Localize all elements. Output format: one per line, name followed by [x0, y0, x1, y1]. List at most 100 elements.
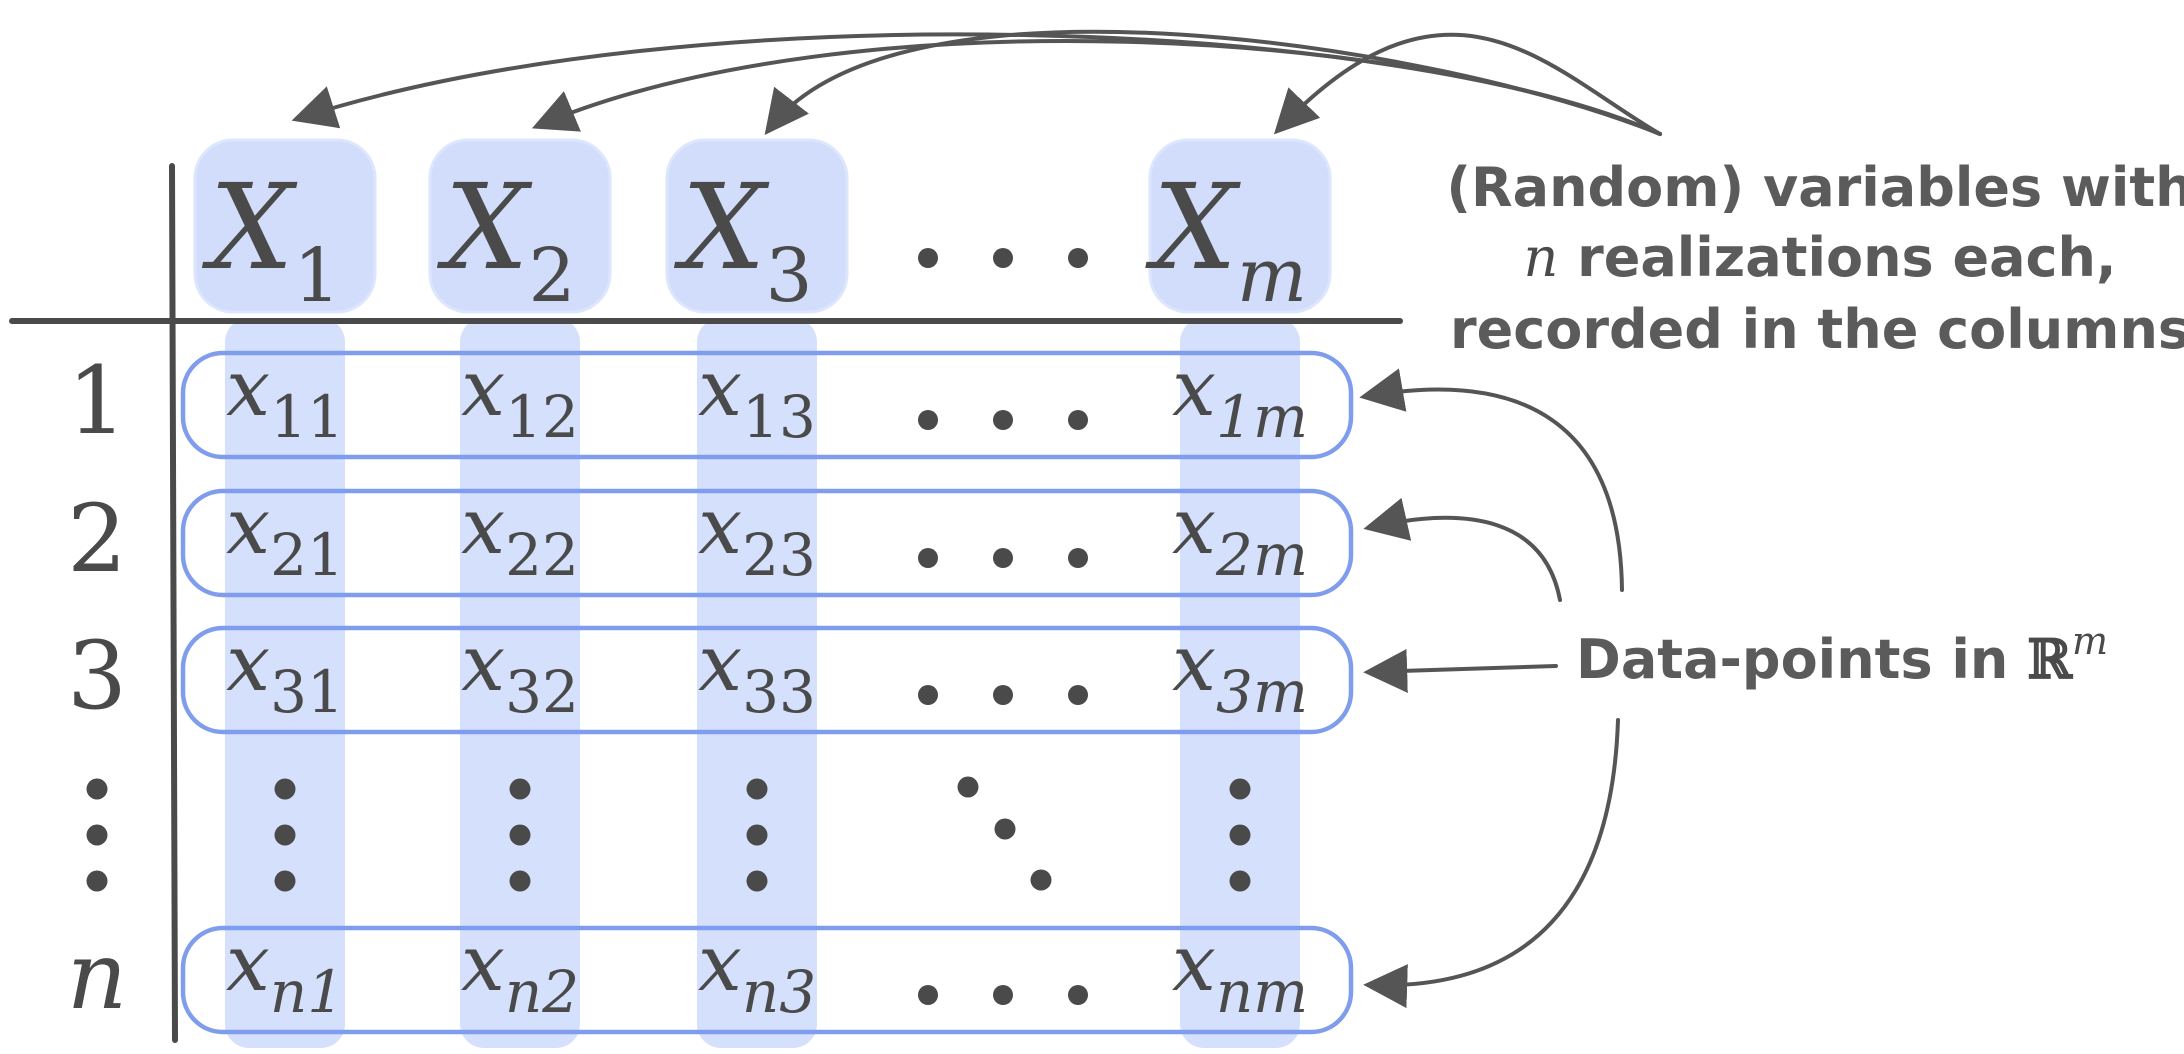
header-hdots-dot-2	[993, 248, 1013, 268]
row-outline-1	[180, 350, 1354, 460]
row-outlines	[180, 350, 1354, 1035]
cell-r1-c5-base: x	[1172, 344, 1216, 434]
cell-r1-c4-hdots-dot-1	[918, 410, 938, 430]
cell-r3-c4-hdots	[918, 685, 1088, 705]
header-x3-base: X	[673, 158, 769, 296]
row-index-vdots-dot-3	[86, 870, 108, 892]
variables-note: (Random) variables with n realizations e…	[1446, 156, 2184, 361]
column-highlights	[225, 318, 1300, 1048]
cell-r5-c2: xn2	[461, 919, 579, 1026]
variables-note-line-2-rest: realizations each,	[1558, 226, 2116, 289]
arrow-to-x3	[764, 29, 1662, 136]
header-highlights	[193, 138, 1332, 314]
header-x3: X3	[673, 158, 812, 319]
cell-r4-c5-vdots	[1229, 778, 1251, 892]
cell-r1-c4-hdots-dot-2	[993, 410, 1013, 430]
row-index-5: n	[67, 922, 128, 1031]
cell-r2-c5: x2m	[1172, 482, 1308, 589]
cell-r5-c3: xn3	[698, 919, 816, 1026]
cell-r2-c1: x21	[226, 482, 344, 589]
header-hdots-dot-3	[1068, 248, 1088, 268]
header-x1-subscript: 1	[293, 233, 340, 319]
header-x1: X1	[201, 158, 340, 319]
cell-r4-c1-vdots-dot-1	[274, 778, 296, 800]
header-hdots	[918, 248, 1088, 268]
cell-r1-c4-hdots	[918, 410, 1088, 430]
cell-r4-c2-vdots-dot-3	[509, 870, 531, 892]
header-hdots-dot-1	[918, 248, 938, 268]
cell-r2-c4-hdots	[918, 548, 1088, 568]
header-pill-5	[1148, 138, 1332, 314]
cell-r5-c3-subscript: n3	[742, 958, 816, 1026]
table-axes	[9, 163, 1403, 1043]
header-x1-base: X	[201, 158, 297, 296]
cell-r4-c2-vdots-dot-1	[509, 778, 531, 800]
cell-r1-c2-base: x	[461, 344, 505, 434]
row-index-1: 1	[67, 347, 127, 456]
cell-r4-c5-vdots-dot-1	[1229, 778, 1251, 800]
cell-r3-c4-hdots-dot-1	[918, 685, 938, 705]
variables-note-line-1: (Random) variables with	[1446, 156, 2184, 219]
header-x2: X2	[436, 158, 575, 319]
cell-r2-c3: x23	[698, 482, 816, 589]
cell-r5-c2-subscript: n2	[505, 958, 579, 1026]
cell-r5-c4-hdots-dot-2	[993, 985, 1013, 1005]
cell-r2-c4-hdots-dot-1	[918, 548, 938, 568]
header-x5-subscript: m	[1237, 233, 1307, 319]
header-x5-base: X	[1145, 158, 1241, 296]
cell-r5-c4-hdots-dot-3	[1068, 985, 1088, 1005]
cell-r4-c3-vdots	[746, 778, 768, 892]
cell-r3-c1-base: x	[226, 619, 270, 709]
datapoint-arrows	[1359, 368, 1624, 1009]
datapoints-note-label: Data-points in	[1576, 628, 2027, 691]
row-index-vdots	[86, 778, 108, 892]
cell-r2-c3-base: x	[698, 482, 742, 572]
column-bar-1	[225, 318, 345, 1048]
row-index-vdots-dot-2	[86, 824, 108, 846]
cell-r2-c1-base: x	[226, 482, 270, 572]
column-bar-3	[697, 318, 817, 1048]
cell-r4-c1-vdots-dot-3	[274, 870, 296, 892]
cell-r2-c3-subscript: 23	[742, 521, 816, 589]
cell-r1-c2-subscript: 12	[505, 383, 579, 451]
cell-r4-c3-vdots-dot-2	[746, 824, 768, 846]
cell-r4-c2-vdots	[509, 778, 531, 892]
row-outline-3	[180, 625, 1354, 735]
header-x5: Xm	[1145, 158, 1307, 319]
cell-r5-c5-subscript: nm	[1216, 958, 1308, 1026]
cell-r4-c4-ddots-dot-1	[957, 776, 979, 798]
cell-r1-c1-base: x	[226, 344, 270, 434]
cell-r3-c1: x31	[226, 619, 344, 726]
cell-r4-c3-vdots-dot-1	[746, 778, 768, 800]
cell-r2-c2-subscript: 22	[505, 521, 579, 589]
header-x3-subscript: 3	[765, 233, 812, 319]
datapoints-note: Data-points in ℝm	[1576, 619, 2108, 691]
header-pill-3	[665, 138, 849, 314]
cell-r2-c2: x22	[461, 482, 579, 589]
cell-r2-c5-subscript: 2m	[1215, 521, 1308, 589]
cell-r3-c4-hdots-dot-2	[993, 685, 1013, 705]
cell-r4-c2-vdots-dot-2	[509, 824, 531, 846]
variables-note-line-2: n realizations each,	[1523, 226, 2116, 289]
cell-r1-c3-base: x	[698, 344, 742, 434]
cell-r4-c5-vdots-dot-2	[1229, 824, 1251, 846]
cell-r5-c4-hdots	[918, 985, 1088, 1005]
datapoints-note-text: Data-points in ℝm	[1576, 619, 2108, 691]
cell-r5-c5-base: x	[1172, 919, 1216, 1009]
cell-r3-c2-base: x	[461, 619, 505, 709]
cell-r1-c3-subscript: 13	[742, 383, 816, 451]
cell-r5-c1: xn1	[226, 919, 344, 1026]
cell-r3-c4-hdots-dot-3	[1068, 685, 1088, 705]
arrow-to-row-2	[1363, 497, 1562, 602]
cell-r2-c1-subscript: 21	[270, 521, 344, 589]
cell-r3-c5: x3m	[1172, 619, 1308, 726]
variables-note-n: n	[1523, 226, 1558, 289]
cell-r1-c2: x12	[461, 344, 579, 451]
cell-r4-c4-ddots-dot-3	[1030, 869, 1052, 891]
cell-r5-c4-hdots-dot-1	[918, 985, 938, 1005]
cell-r4-c3-vdots-dot-3	[746, 870, 768, 892]
arrow-to-x1	[291, 32, 1662, 136]
